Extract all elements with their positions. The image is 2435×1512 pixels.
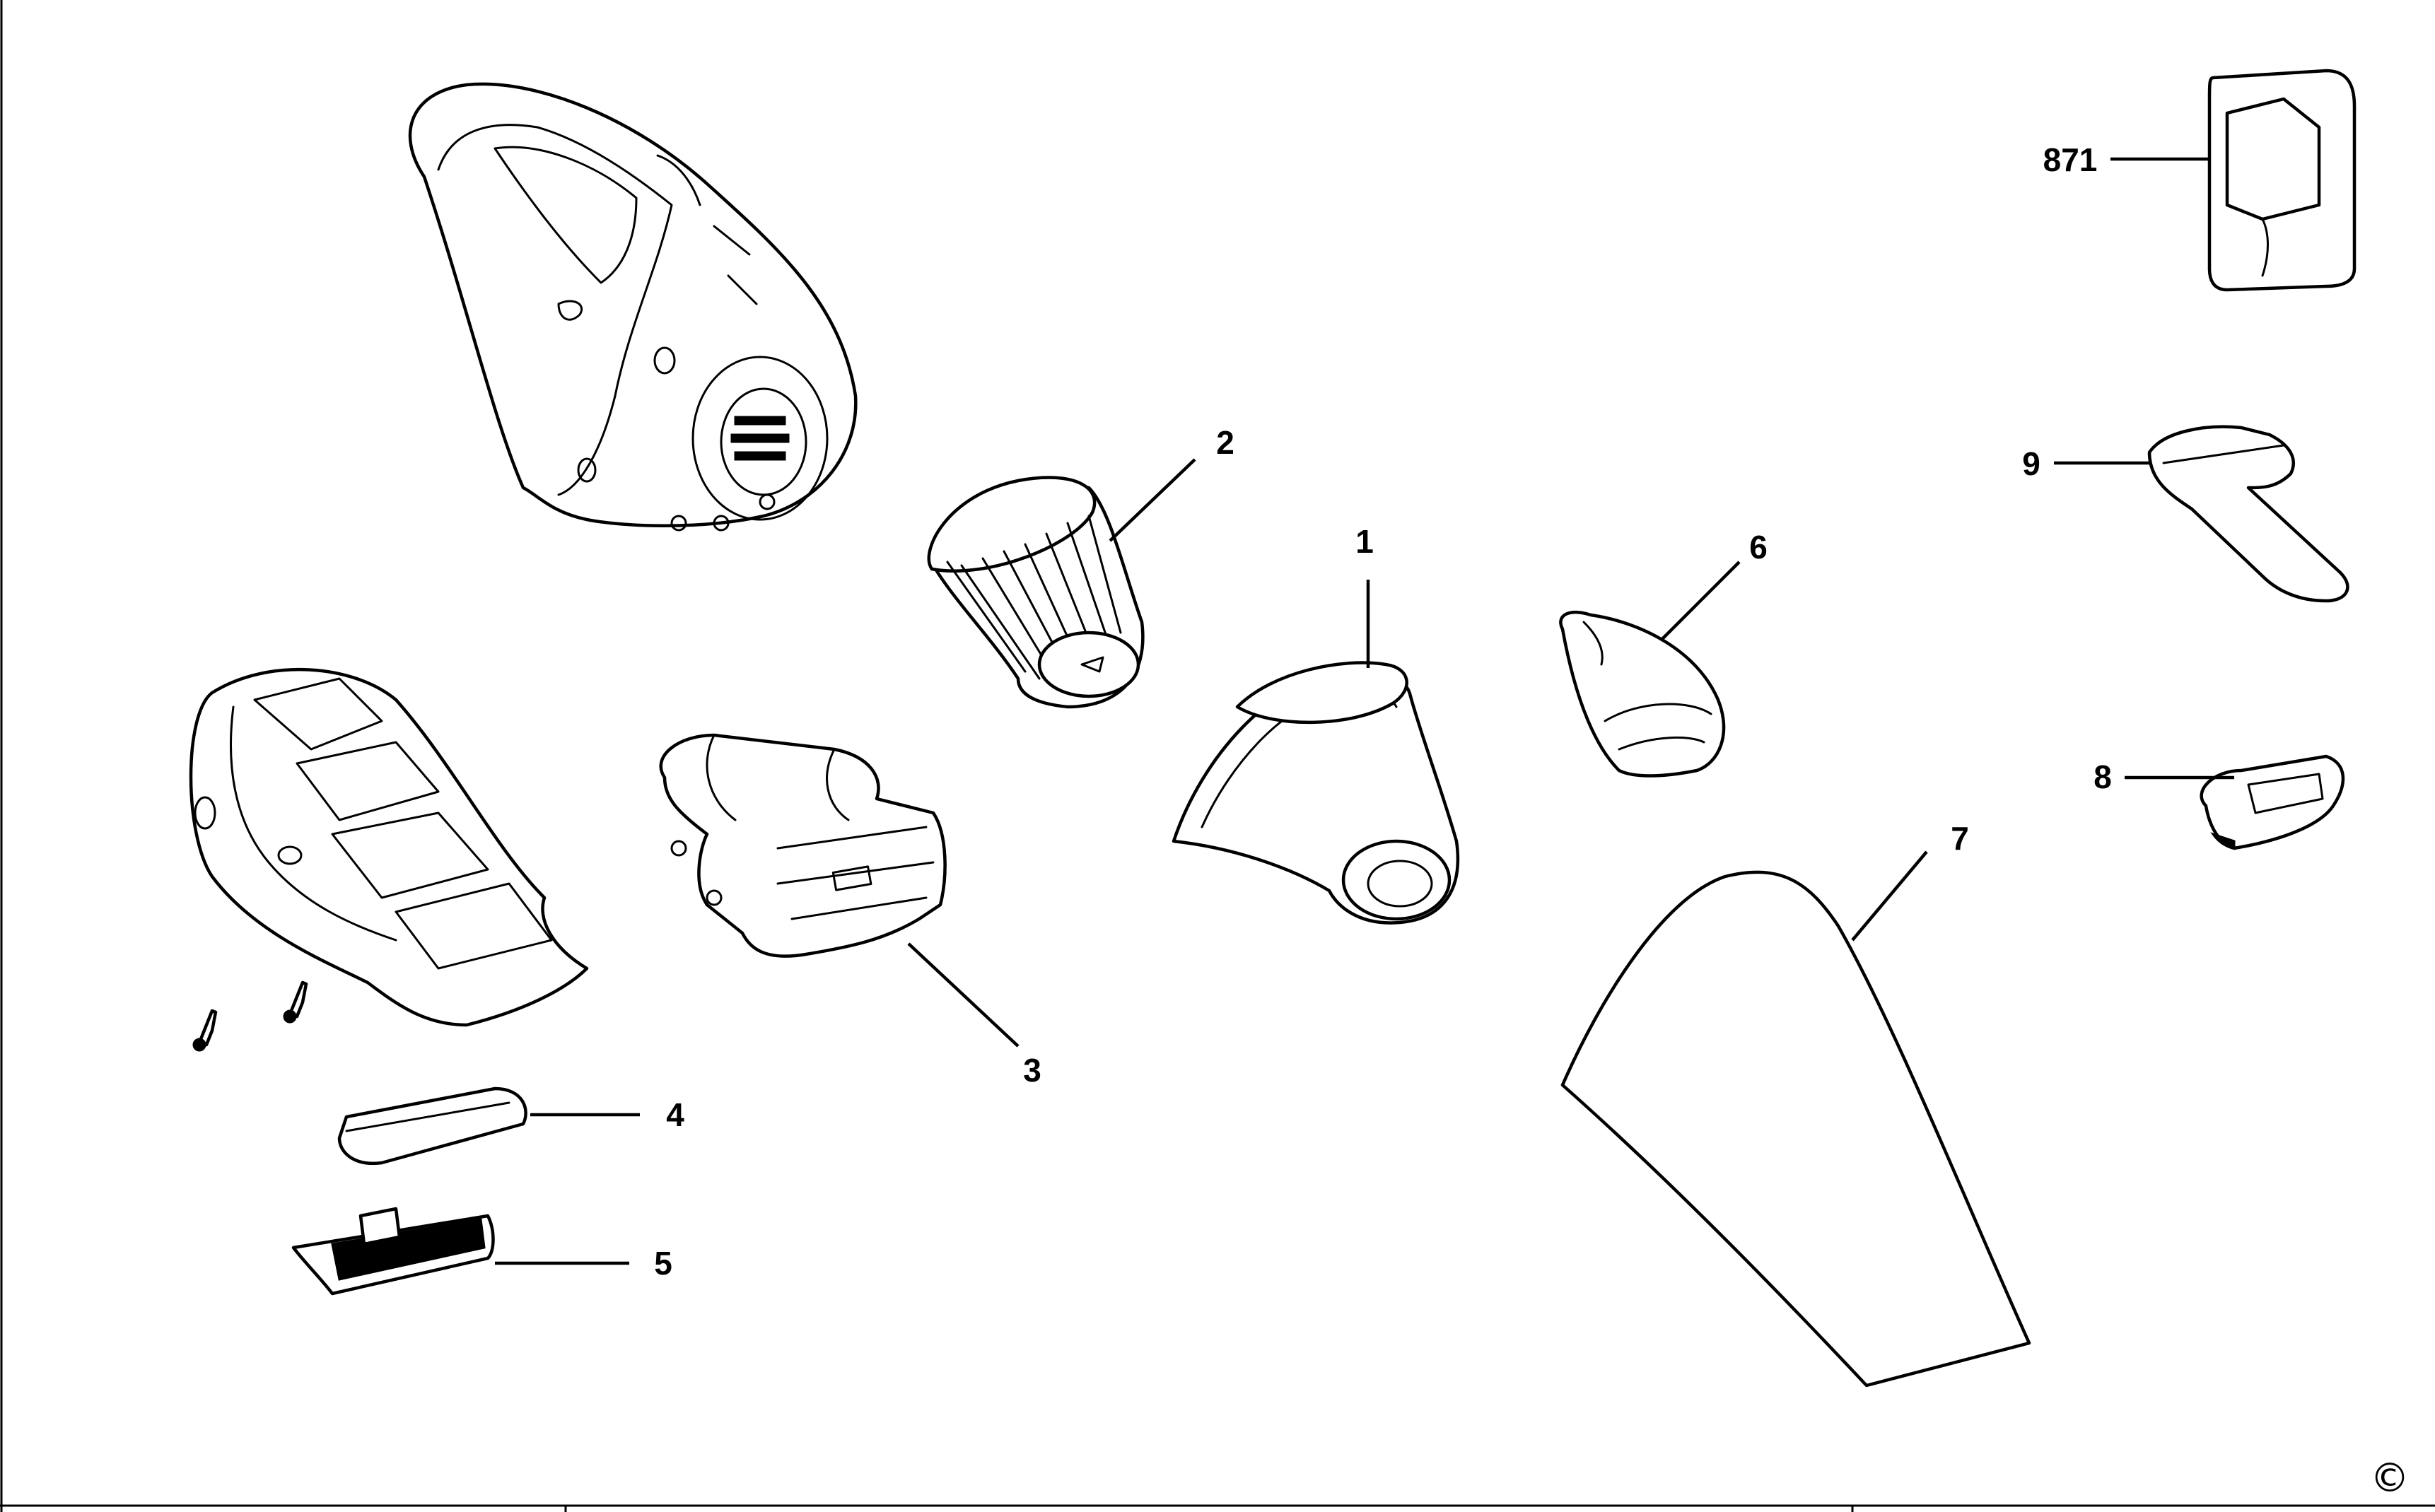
part-9-wide-nozzle	[2147, 425, 2349, 603]
motor-assembly	[659, 733, 947, 958]
callout-9: 9	[2022, 445, 2040, 482]
part-8-clip	[2200, 754, 2345, 850]
callout-6: 6	[1749, 529, 1768, 565]
callout-labels: 1 2 3 4 5 6 7 8 9 871	[654, 141, 2112, 1282]
part-871-charger	[2207, 69, 2357, 292]
callout-871: 871	[2043, 141, 2098, 178]
callout-8: 8	[2094, 758, 2112, 795]
part-6-crevice-nozzle	[1559, 610, 1726, 778]
leader-6	[1660, 561, 1741, 641]
part-5-grille	[291, 1207, 495, 1296]
part-4-pad	[337, 1086, 527, 1166]
leader-3	[907, 942, 1020, 1048]
callout-1: 1	[1355, 523, 1374, 560]
screws	[192, 980, 308, 1052]
filter-bowl	[1172, 661, 1460, 925]
part-7-cover	[1560, 870, 2031, 1388]
vacuum-body-lower-housing	[189, 667, 589, 1027]
copyright-mark: ©	[2370, 1455, 2410, 1501]
leader-2	[1109, 458, 1196, 542]
callout-3: 3	[1023, 1052, 1041, 1089]
leader-lines	[495, 157, 2234, 1265]
leader-7	[1851, 850, 1928, 942]
callout-7: 7	[1951, 820, 1969, 857]
callout-5: 5	[654, 1245, 672, 1282]
callout-4: 4	[666, 1096, 684, 1133]
pleated-filter	[927, 476, 1145, 709]
vacuum-body-upper-housing	[408, 82, 858, 532]
callout-2: 2	[1216, 424, 1234, 461]
